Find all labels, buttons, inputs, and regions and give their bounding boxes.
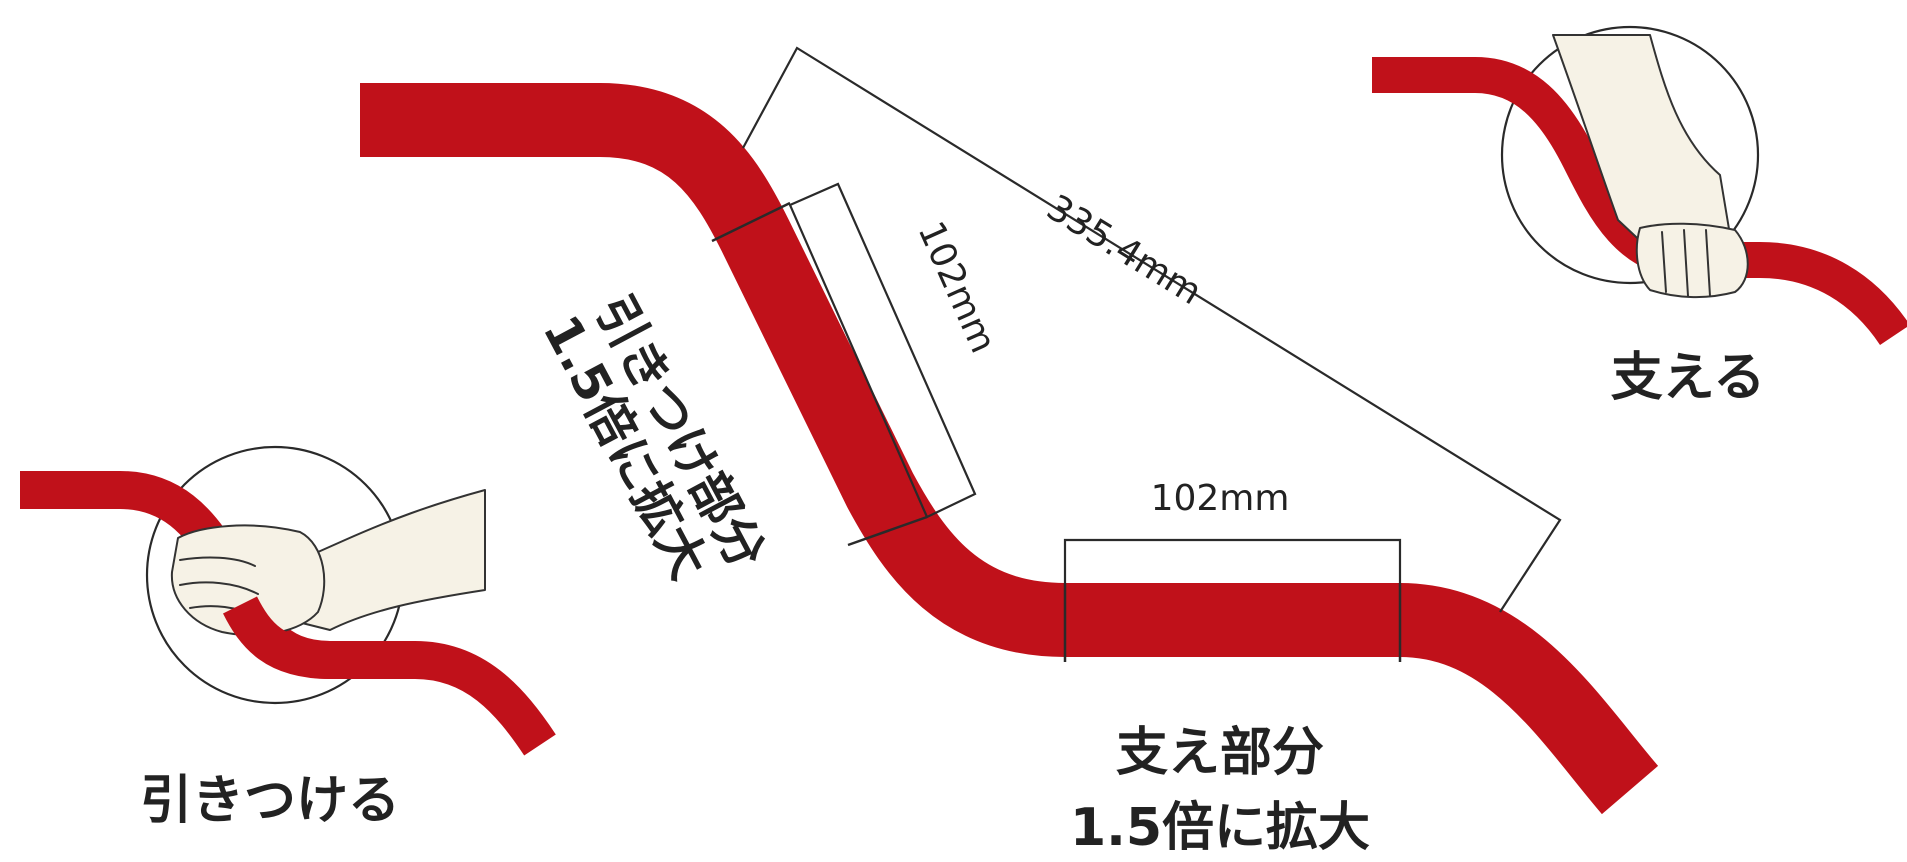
pull-action-label: 引きつける: [140, 771, 400, 831]
diagonal-length-label: 335.4mm: [1040, 187, 1209, 313]
pull-section-start-divider: [711, 201, 791, 243]
support-section-label-line2: 1.5倍に拡大: [1070, 798, 1370, 858]
pull-inset: 引きつける: [20, 445, 556, 831]
support-inset: 支える: [1372, 25, 1907, 408]
pull-fist: [170, 524, 326, 637]
diagonal-dimension-outline: [742, 46, 1562, 613]
support-section-label: 支え部分 1.5倍に拡大: [1070, 723, 1370, 858]
support-action-label: 支える: [1611, 348, 1765, 408]
main-handrail: [360, 83, 1659, 815]
support-finger-lines: [1661, 229, 1711, 297]
support-fist: [1635, 222, 1749, 299]
support-section-label-line1: 支え部分: [1116, 723, 1324, 783]
flat-dimension-box: [1063, 538, 1402, 583]
main-handrail-body: [360, 83, 1659, 815]
pull-section-end-divider: [847, 515, 928, 547]
support-inset-circle: [1500, 25, 1760, 285]
slope-length-label: 102mm: [910, 216, 1004, 360]
pull-inset-rail-over-hand: [223, 596, 331, 679]
support-inset-rail: [1372, 57, 1907, 346]
flat-length-label: 102mm: [1151, 478, 1290, 519]
hand-resting-on-rail-icon: [1552, 34, 1749, 299]
hand-gripping-rail-icon: [170, 489, 486, 637]
pull-section-label: 引きつけ部分 1.5倍に拡大: [532, 286, 776, 588]
slope-dimension-box: [788, 182, 977, 519]
